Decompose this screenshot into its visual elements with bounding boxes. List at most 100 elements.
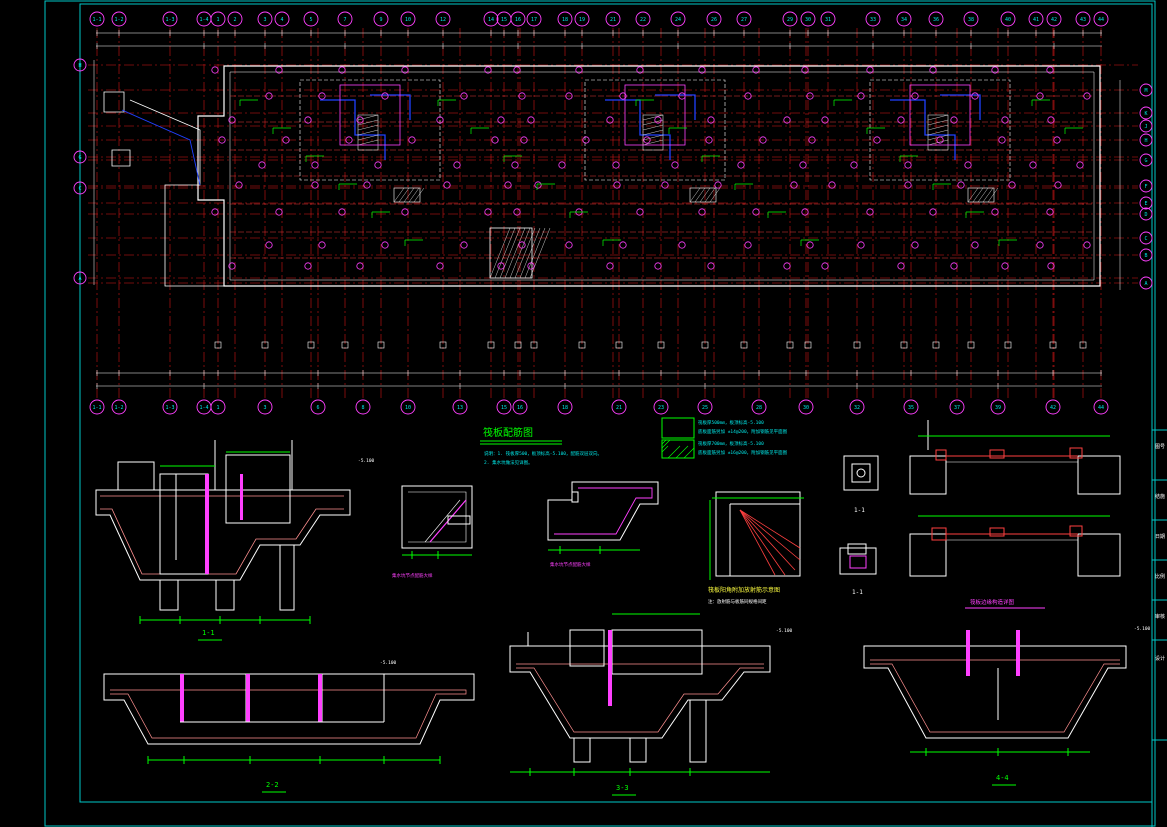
grid-bubble-label: 1-3 — [165, 17, 174, 23]
grid-bubble-label: 30 — [805, 17, 811, 23]
grid-bubble-label: 30 — [803, 405, 809, 411]
row-bubble: B — [1139, 248, 1153, 262]
plan-axis-grid — [88, 28, 1138, 398]
grid-bubble-label: 22 — [640, 17, 646, 23]
grid-bubble: 5 — [303, 11, 319, 27]
title-block-item: 结施 — [1155, 493, 1165, 500]
grid-bubble: 30 — [800, 11, 816, 27]
grid-bubble-label: 1-1 — [92, 405, 101, 411]
pit-detail-caption: 集水坑节点配筋大样 — [392, 572, 433, 579]
grid-bubble: 1 — [210, 399, 226, 415]
grid-bubble: 1-4 — [196, 11, 212, 27]
section-label-4-4: 4-4 — [996, 774, 1009, 782]
pit-detail-b: 集水坑节点配筋大样 — [547, 481, 659, 568]
grid-bubble-label: 24 — [675, 17, 681, 23]
hatched-pit — [489, 227, 551, 279]
grid-bubble: 27 — [736, 11, 752, 27]
grid-bubble-label: 37 — [954, 405, 960, 411]
grid-bubble-label: 35 — [908, 405, 914, 411]
grid-bubble: 1-2 — [111, 399, 127, 415]
grid-bubble: 8 — [355, 399, 371, 415]
core-unit — [299, 79, 441, 181]
row-bubble-label: J — [1144, 124, 1147, 130]
grid-bubble: 21 — [605, 11, 621, 27]
grid-bubble: 40 — [1000, 11, 1016, 27]
section-label-3-3: 3-3 — [616, 784, 629, 792]
grid-bubble: 3 — [257, 11, 273, 27]
grid-bubble-label: 10 — [405, 405, 411, 411]
grid-bubble-label: 9 — [379, 17, 382, 23]
grid-bubble: 18 — [557, 11, 573, 27]
row-bubble-label: C — [1144, 236, 1147, 242]
corner-rebar-detail: 筏板阳角附加放射筋示意图 注：放射筋与板筋同规格间距 — [708, 491, 804, 605]
grid-bubble: 19 — [574, 11, 590, 27]
grid-bubble-label: 13 — [457, 405, 463, 411]
grid-bubble: 26 — [706, 11, 722, 27]
grid-bubble: 1-3 — [162, 11, 178, 27]
grid-bubble: 29 — [782, 11, 798, 27]
grid-bubble: 1-4 — [196, 399, 212, 415]
title-block-item: 比例 — [1155, 573, 1165, 580]
edge-detail-b: 筏板边缘构造详图 — [909, 515, 1121, 609]
grid-bubble-label: 41 — [1033, 17, 1039, 23]
grid-bubble-label: 44 — [1098, 17, 1104, 23]
grid-bubble: 43 — [1075, 11, 1091, 27]
grid-bubble-label: 5 — [309, 17, 312, 23]
grid-bubble-label: 21 — [616, 405, 622, 411]
section-label-2-2: 2-2 — [266, 781, 279, 789]
grid-bubble: 16 — [510, 11, 526, 27]
grid-bubble-label: 12 — [440, 17, 446, 23]
grid-bubble-label: 10 — [405, 17, 411, 23]
grid-bubble: 42 — [1045, 399, 1061, 415]
grid-bubble-label: 16 — [515, 17, 521, 23]
grid-bubble-label: 6 — [316, 405, 319, 411]
plan-structure — [103, 65, 1101, 349]
grid-bubble: 44 — [1093, 399, 1109, 415]
grid-bubble-label: 2 — [233, 17, 236, 23]
grid-bubble-label: 43 — [1080, 17, 1086, 23]
grid-bubble: 9 — [373, 11, 389, 27]
row-bubble: H — [1139, 133, 1153, 147]
grid-bubble-label: 1-1 — [92, 17, 101, 23]
pit-detail-a: 集水坑节点配筋大样 — [392, 485, 473, 579]
notes-line: 说明：1. 筏板厚500，板顶标高-5.100，配筋双层双向。 — [484, 450, 602, 457]
grid-bubble-label: 25 — [702, 405, 708, 411]
grid-bubble: 15 — [496, 11, 512, 27]
grid-bubble-label: 8 — [361, 405, 364, 411]
grid-bubble: 32 — [849, 399, 865, 415]
grid-bubble: 17 — [526, 11, 542, 27]
row-bubble-label: K — [1144, 111, 1147, 117]
section-1-1: 1-1 -5.100 — [95, 440, 375, 641]
grid-bubble-label: 15 — [501, 17, 507, 23]
notes-block: 筏板配筋图 说明：1. 筏板厚500，板顶标高-5.100，配筋双层双向。 2.… — [480, 426, 602, 466]
pit-detail-caption: 集水坑节点配筋大样 — [550, 561, 591, 568]
grid-bubble-label: 3 — [263, 17, 266, 23]
grid-bubble: 44 — [1093, 11, 1109, 27]
grid-bubble: 30 — [798, 399, 814, 415]
grid-bubble: 23 — [653, 399, 669, 415]
section-label-1-1: 1-1 — [202, 629, 215, 637]
row-bubble-label: G — [1144, 158, 1147, 164]
grid-bubble-label: 26 — [711, 17, 717, 23]
grid-bubble-label: 27 — [741, 17, 747, 23]
grid-bubble-label: 1-2 — [114, 405, 123, 411]
column-detail-label: 1-1 — [852, 589, 863, 596]
grid-bubble-label: 40 — [1005, 17, 1011, 23]
row-bubble: H — [73, 58, 87, 72]
grid-bubble-label: 14 — [488, 17, 494, 23]
grid-bubble: 28 — [751, 399, 767, 415]
grid-bubble: 21 — [611, 399, 627, 415]
legend-text: 筏板厚500mm，板顶标高-5.100 — [698, 419, 764, 426]
plan-dimension-lines — [93, 30, 1121, 389]
legend-swatch-plain — [661, 417, 695, 439]
grid-bubble-label: 18 — [562, 17, 568, 23]
grid-bubble: 12 — [435, 11, 451, 27]
title-block-item: 审核 — [1155, 613, 1165, 620]
grid-bubble: 41 — [1028, 11, 1044, 27]
grid-bubble: 6 — [310, 399, 326, 415]
grid-bubble-label: 1 — [216, 17, 219, 23]
row-bubble-label: A — [78, 276, 81, 282]
corner-detail-title: 筏板阳角附加放射筋示意图 — [708, 586, 780, 594]
